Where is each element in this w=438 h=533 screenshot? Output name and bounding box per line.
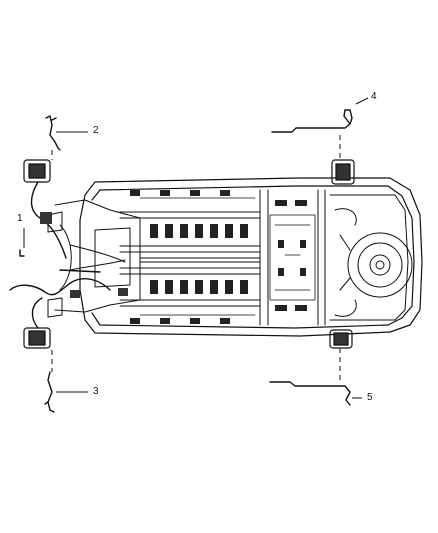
floor-slots <box>130 190 307 324</box>
front-wheel-mounts <box>23 159 51 349</box>
part-4-wire <box>271 109 353 133</box>
part-2-wire <box>45 115 61 151</box>
callout-1: 1 <box>17 213 23 224</box>
part-5-wire <box>269 381 351 406</box>
front-cradle <box>47 199 141 318</box>
front-hardware <box>40 212 128 298</box>
part-3-wire <box>44 371 55 413</box>
mid-floor-detail <box>139 197 316 316</box>
rear-wheel-mounts <box>329 159 355 349</box>
callout-2: 2 <box>93 125 99 136</box>
callout-5: 5 <box>367 392 373 403</box>
callout-4: 4 <box>371 91 377 102</box>
callout-3: 3 <box>93 386 99 397</box>
rear-section <box>329 194 413 321</box>
floor-rails <box>119 189 326 326</box>
part-1-connector <box>19 249 25 257</box>
underbody-outline <box>79 177 423 337</box>
leader-lines <box>23 97 369 399</box>
